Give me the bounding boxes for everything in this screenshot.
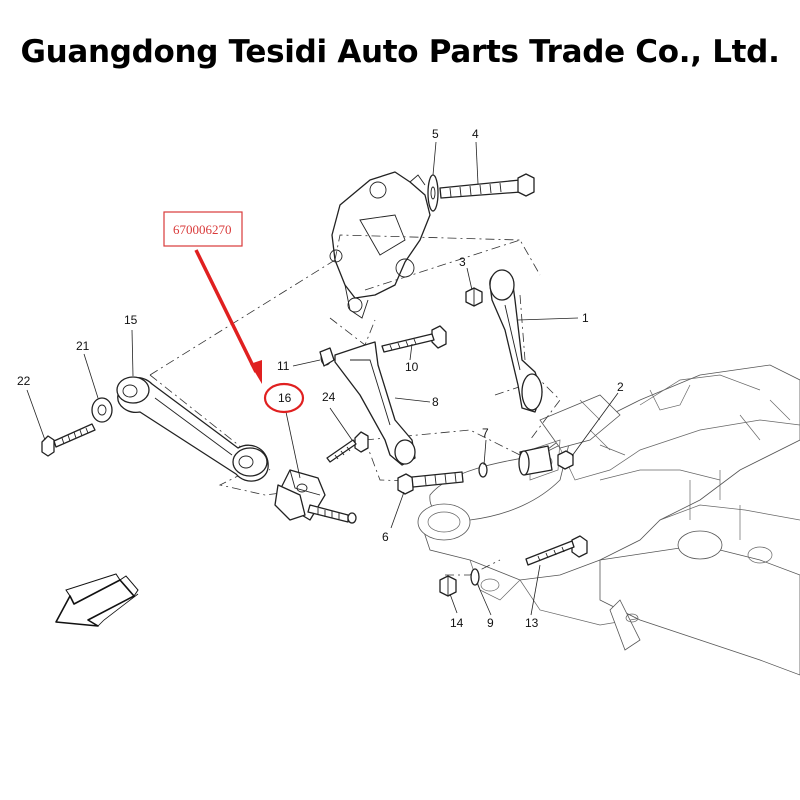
bushing-2 (518, 445, 574, 476)
label-14: 14 (450, 616, 464, 630)
label-7: 7 (482, 426, 489, 440)
label-24: 24 (322, 390, 336, 404)
callout-arrow-line (194, 249, 258, 373)
part-number-callout: 670006270 (163, 211, 305, 414)
label-21: 21 (76, 339, 90, 353)
label-4: 4 (472, 127, 479, 141)
washer-9 (470, 568, 480, 586)
label-2: 2 (617, 380, 624, 394)
part-labels: 5 4 3 1 2 11 10 8 24 7 6 9 14 13 15 21 2… (17, 127, 624, 630)
bolt-6 (397, 471, 464, 495)
callout-highlight-circle (263, 382, 305, 414)
upper-arm-8 (319, 341, 416, 466)
toe-link-1 (489, 269, 543, 413)
bolt-13 (525, 535, 588, 566)
washer-5 (427, 174, 439, 212)
subframe (417, 364, 800, 676)
knuckle (329, 171, 431, 319)
callout-box (163, 211, 243, 247)
nut-3 (465, 287, 483, 307)
label-8: 8 (432, 395, 439, 409)
bolt-10 (381, 325, 447, 353)
leader-lines (26, 141, 619, 616)
bracket-16 (274, 469, 357, 524)
label-22: 22 (17, 374, 31, 388)
callout-arrow-head-icon (250, 360, 262, 384)
washer-21 (91, 397, 113, 423)
bolt-24 (326, 431, 369, 463)
page-title: Guangdong Tesidi Auto Parts Trade Co., L… (20, 34, 780, 70)
label-16: 16 (278, 391, 292, 405)
label-3: 3 (459, 255, 466, 269)
lower-link-15 (116, 376, 269, 482)
label-1: 1 (582, 311, 589, 325)
label-15: 15 (124, 313, 138, 327)
callout-part-number: 670006270 (173, 222, 232, 237)
label-9: 9 (487, 616, 494, 630)
front-direction-arrow-icon (55, 573, 139, 627)
washer-7 (478, 462, 488, 478)
label-11: 11 (277, 359, 290, 373)
label-6: 6 (382, 530, 389, 544)
label-5: 5 (432, 127, 439, 141)
label-10: 10 (405, 360, 419, 374)
nut-14 (439, 575, 457, 597)
bolt-22 (41, 423, 96, 457)
bolt-4 (439, 173, 535, 199)
label-13: 13 (525, 616, 539, 630)
